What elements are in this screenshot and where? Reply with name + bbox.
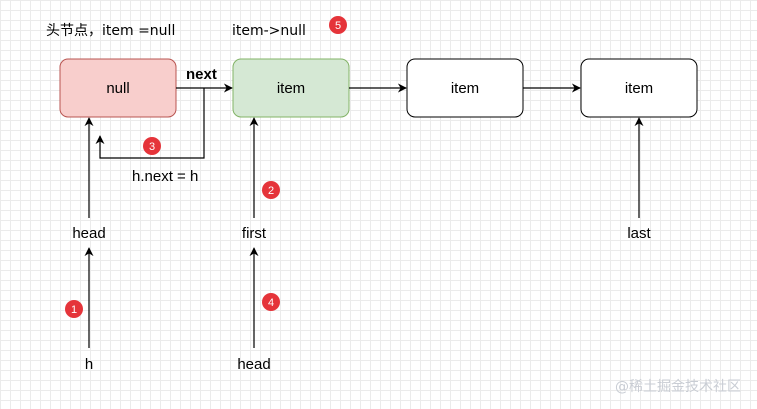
- step-badge-5: 5: [329, 16, 347, 34]
- watermark: @稀土掘金技术社区: [615, 379, 741, 395]
- node-item-last: item: [580, 58, 698, 118]
- step-badge-3: 3: [143, 137, 161, 155]
- node-null: null: [59, 58, 177, 118]
- node-item-middle-label: item: [451, 80, 479, 97]
- item-null-note: item->null: [232, 23, 306, 39]
- head-label-top: head: [72, 225, 105, 242]
- head-node-note: 头节点，item =null: [46, 23, 175, 39]
- first-label: first: [242, 225, 267, 242]
- node-item-first: item: [232, 58, 350, 118]
- svg-text:1: 1: [71, 304, 77, 316]
- head-label-bottom: head: [237, 356, 270, 373]
- step-badge-2: 2: [262, 181, 280, 199]
- svg-text:3: 3: [149, 141, 155, 153]
- next-label: next: [186, 66, 217, 83]
- svg-text:2: 2: [268, 185, 274, 197]
- node-item-middle: item: [406, 58, 524, 118]
- arrow-self-loop: [95, 88, 205, 159]
- h-next-label: h.next = h: [132, 168, 198, 185]
- last-label: last: [627, 225, 651, 242]
- node-item-first-label: item: [277, 80, 305, 97]
- svg-text:4: 4: [268, 297, 274, 309]
- step-badge-1: 1: [65, 300, 83, 318]
- h-label: h: [85, 356, 93, 373]
- node-null-label: null: [106, 80, 129, 97]
- svg-text:5: 5: [335, 20, 341, 32]
- node-item-last-label: item: [625, 80, 653, 97]
- step-badge-4: 4: [262, 293, 280, 311]
